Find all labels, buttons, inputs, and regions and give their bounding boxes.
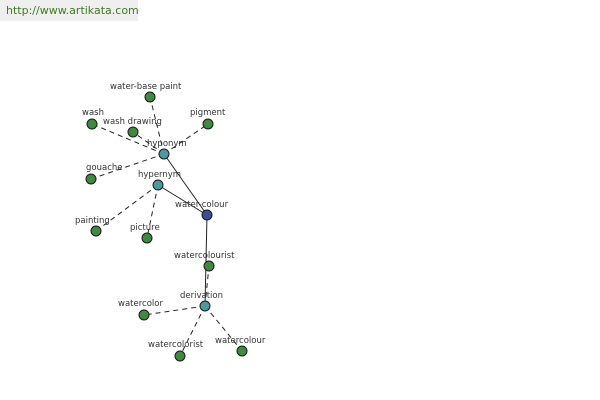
node-marker[interactable]	[199, 300, 211, 312]
node-marker[interactable]	[86, 118, 98, 130]
node-label: watercolorist	[148, 340, 204, 350]
node-wash-drawing[interactable]: wash drawing	[103, 117, 162, 138]
edge-water-colour-to-hyponym	[163, 153, 208, 216]
node-label: picture	[130, 223, 160, 233]
node-marker[interactable]	[85, 173, 97, 185]
node-marker[interactable]	[158, 148, 170, 160]
node-wash[interactable]: wash	[82, 108, 104, 130]
node-label: watercolor	[118, 299, 163, 309]
node-marker[interactable]	[141, 232, 153, 244]
nodes-layer: water-colour hyponym hypernym derivation wat…	[75, 82, 266, 362]
node-water-base-paint[interactable]: water-base paint	[110, 82, 182, 103]
node-label: hyponym	[147, 139, 187, 149]
node-label: water-colour	[175, 200, 229, 210]
node-label: wash drawing	[103, 117, 162, 127]
node-watercolourist[interactable]: watercolourist	[174, 251, 235, 272]
edge-hyponym-to-wash	[91, 123, 165, 155]
edge-derivation-to-watercolour	[204, 305, 243, 352]
node-watercolorist[interactable]: watercolorist	[148, 340, 204, 362]
node-marker[interactable]	[152, 179, 164, 191]
node-marker[interactable]	[202, 118, 214, 130]
node-label: gouache	[86, 163, 122, 173]
node-marker[interactable]	[144, 91, 156, 103]
edge-hypernym-to-painting	[95, 184, 159, 232]
node-label: water-base paint	[110, 82, 182, 92]
edge-water-colour-to-derivation	[204, 214, 208, 307]
edge-hyponym-to-gouache	[90, 153, 165, 180]
node-marker[interactable]	[174, 350, 186, 362]
node-label: hypernym	[138, 170, 181, 180]
node-label: pigment	[190, 108, 226, 118]
edge-hypernym-to-picture	[146, 184, 159, 239]
node-painting[interactable]: painting	[75, 216, 110, 237]
node-watercolor[interactable]: watercolor	[118, 299, 163, 321]
node-marker[interactable]	[203, 260, 215, 272]
node-marker[interactable]	[236, 345, 248, 357]
node-marker[interactable]	[138, 309, 150, 321]
node-label: watercolour	[215, 336, 266, 346]
artikata-url-link[interactable]: http://www.artikata.com	[0, 0, 139, 21]
node-label: wash	[82, 108, 104, 118]
node-marker[interactable]	[201, 209, 213, 221]
node-water-colour[interactable]: water-colour	[175, 200, 229, 221]
node-hyponym[interactable]: hyponym	[147, 139, 187, 160]
node-gouache[interactable]: gouache	[85, 163, 122, 185]
node-label: derivation	[180, 291, 223, 301]
node-picture[interactable]: picture	[130, 223, 160, 244]
edge-derivation-to-watercolourist	[204, 265, 210, 307]
node-label: watercolourist	[174, 251, 235, 261]
edge-derivation-to-watercolor	[143, 305, 206, 316]
node-pigment[interactable]: pigment	[190, 108, 226, 130]
node-marker[interactable]	[127, 126, 139, 138]
node-watercolour[interactable]: watercolour	[215, 336, 266, 357]
node-derivation[interactable]: derivation	[180, 291, 223, 312]
edge-hyponym-to-wash-drawing	[132, 131, 165, 155]
edge-water-colour-to-hypernym	[157, 184, 208, 216]
edges-layer	[90, 96, 243, 357]
edge-hyponym-to-water-base-paint	[149, 96, 165, 155]
edge-derivation-to-watercolorist	[179, 305, 206, 357]
node-label: painting	[75, 216, 110, 226]
node-marker[interactable]	[90, 225, 102, 237]
node-hypernym[interactable]: hypernym	[138, 170, 181, 191]
